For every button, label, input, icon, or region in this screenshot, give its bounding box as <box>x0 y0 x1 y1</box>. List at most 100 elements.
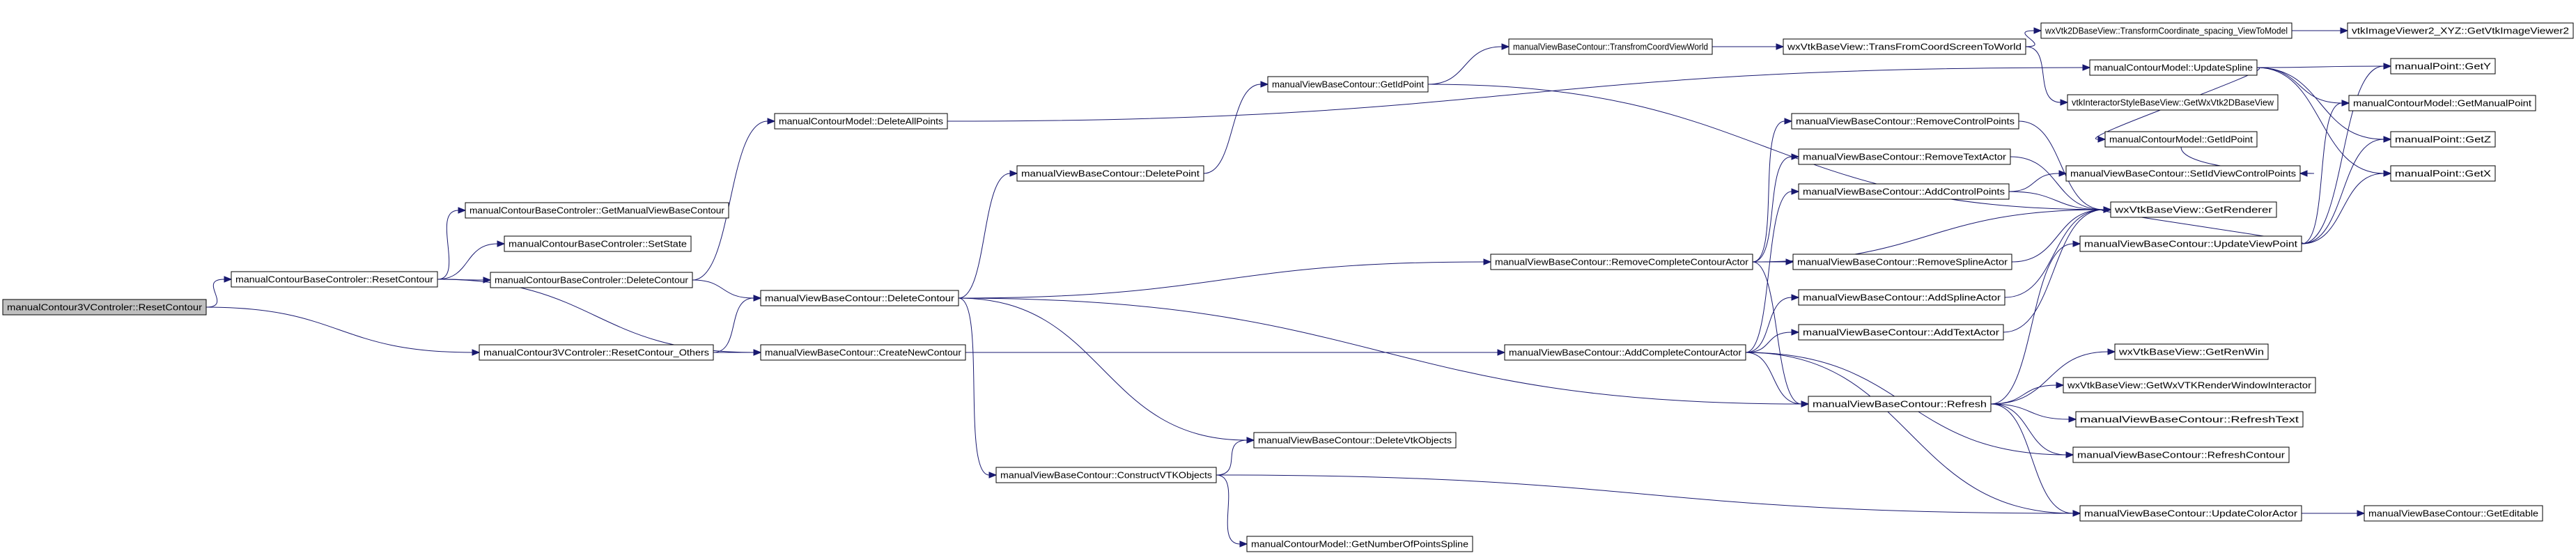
call-edge-arrowhead <box>1791 188 1800 195</box>
call-edge <box>1990 403 2081 517</box>
call-edge <box>2008 170 2067 192</box>
node-manualviewbasecontour-updateviewpoint[interactable]: manualViewBaseContour::UpdateViewPoint <box>2079 235 2302 252</box>
node-label: manualContour3VControler::ResetContour_O… <box>483 348 710 358</box>
call-edge <box>958 170 1018 299</box>
call-edge-arrowhead <box>1791 294 1800 301</box>
node-label: manualViewBaseContour::DeleteContour <box>765 293 955 304</box>
node-manualviewbasecontour-refreshtext[interactable]: manualViewBaseContour::RefreshText <box>2075 411 2304 428</box>
call-edge <box>1990 403 2074 458</box>
call-edge-arrowhead <box>2340 27 2349 34</box>
node-wxvtk2dbaseview-transformcoordinate-spacing-viewtomodel[interactable]: wxVtk2DBaseView::TransformCoordinate_spa… <box>2040 22 2292 39</box>
call-edge <box>1745 352 1810 407</box>
node-manualcontourmodel-updatespline[interactable]: manualContourModel::UpdateSpline <box>2089 59 2258 76</box>
call-edge <box>2011 206 2112 263</box>
node-manualviewbasecontour-setidviewcontrolpoints[interactable]: manualViewBaseContour::SetIdViewControlP… <box>2065 165 2301 182</box>
node-manualviewbasecontour-deletepoint[interactable]: manualViewBaseContour::DeletePoint <box>1016 165 1204 182</box>
call-edge <box>958 297 1255 444</box>
node-manualviewbasecontour-removesplineactor[interactable]: manualViewBaseContour::RemoveSplineActor <box>1792 254 2012 270</box>
call-edge-arrowhead <box>2383 136 2392 143</box>
node-manualcontourbasecontroler-setstate[interactable]: manualContourBaseControler::SetState <box>504 235 692 252</box>
call-edge-line <box>1745 352 2074 514</box>
call-edge-line <box>692 279 754 299</box>
call-edge-arrowhead <box>753 349 762 356</box>
node-manualcontour3vcontroler-resetcontour[interactable]: manualContour3VControler::ResetContour <box>2 299 207 316</box>
node-manualviewbasecontour-getidpoint[interactable]: manualViewBaseContour::GetIdPoint <box>1267 76 1429 93</box>
node-wxvtkbaseview-transfromcoordscreentoworld[interactable]: wxVtkBaseView::TransFromCoordScreenToWor… <box>1783 38 2026 55</box>
node-wxvtkbaseview-getwxvtkrenderwindowinteractor[interactable]: wxVtkBaseView::GetWxVTKRenderWindowInter… <box>2063 377 2316 394</box>
node-manualcontour3vcontroler-resetcontour-others[interactable]: manualContour3VControler::ResetContour_O… <box>479 344 714 361</box>
node-box <box>2348 95 2536 111</box>
node-wxvtkbaseview-getrenderer[interactable]: wxVtkBaseView::GetRenderer <box>2110 201 2277 218</box>
node-manualviewbasecontour-addcontrolpoints[interactable]: manualViewBaseContour::AddControlPoints <box>1798 183 2010 200</box>
call-edge-line <box>1745 332 1792 353</box>
node-vtkinteractorstylebaseview-getwxvtk2dbaseview[interactable]: vtkInteractorStyleBaseView::GetWxVtk2DBa… <box>2067 94 2279 111</box>
node-manualcontourmodel-getnumberofpointsspline[interactable]: manualContourModel::GetNumberOfPointsSpl… <box>1246 536 1473 552</box>
node-manualviewbasecontour-addsplineactor[interactable]: manualViewBaseContour::AddSplineActor <box>1798 289 2005 306</box>
node-manualviewbasecontour-deletevtkobjects[interactable]: manualViewBaseContour::DeleteVtkObjects <box>1253 432 1457 449</box>
node-manualviewbasecontour-createnewcontour[interactable]: manualViewBaseContour::CreateNewContour <box>760 344 966 361</box>
node-box <box>774 113 948 130</box>
call-edge <box>1203 81 1269 174</box>
node-box <box>490 272 693 288</box>
node-manualviewbasecontour-geteditable[interactable]: manualViewBaseContour::GetEditable <box>2364 505 2543 522</box>
call-edge <box>2256 63 2392 70</box>
node-vtkimageviewer2-xyz-getvtkimageviewer2[interactable]: vtkImageViewer2_XYZ::GetVtkImageViewer2 <box>2347 22 2574 39</box>
call-edge <box>1216 474 1248 547</box>
call-edge-arrowhead <box>497 240 506 247</box>
call-edge <box>1712 43 1785 50</box>
call-edge-arrowhead <box>1501 43 1510 50</box>
node-box <box>995 467 1217 483</box>
node-manualviewbasecontour-removecompletecontouractor[interactable]: manualViewBaseContour::RemoveCompleteCon… <box>1490 254 1753 270</box>
node-manualviewbasecontour-deletecontour[interactable]: manualViewBaseContour::DeleteContour <box>760 290 959 306</box>
call-edge <box>2301 170 2392 244</box>
call-edge <box>1990 382 2065 405</box>
node-manualpoint-getz[interactable]: manualPoint::GetZ <box>2390 131 2496 148</box>
node-label: manualContourBaseControler::GetManualVie… <box>470 205 725 216</box>
node-wxvtkbaseview-getrenwin[interactable]: wxVtkBaseView::GetRenWin <box>2114 343 2269 360</box>
node-manualviewbasecontour-addtextactor[interactable]: manualViewBaseContour::AddTextActor <box>1798 324 2004 341</box>
call-edge-line <box>1745 352 1802 405</box>
node-box <box>2347 22 2574 39</box>
node-label: manualViewBaseContour::CreateNewContour <box>765 348 962 358</box>
call-edge <box>947 64 2091 122</box>
call-edge <box>2010 156 2112 213</box>
node-label: manualContourModel::DeleteAllPoints <box>779 116 944 127</box>
node-box <box>1504 344 1746 361</box>
call-edge-line <box>1752 156 1792 263</box>
call-edge-line <box>1745 191 1792 353</box>
node-manualviewbasecontour-addcompletecontouractor[interactable]: manualViewBaseContour::AddCompleteContou… <box>1504 344 1746 361</box>
call-edge-line <box>1990 403 2067 456</box>
call-edge <box>958 258 1492 299</box>
node-label: manualPoint::GetZ <box>2395 134 2491 145</box>
node-manualviewbasecontour-refreshcontour[interactable]: manualViewBaseContour::RefreshContour <box>2072 446 2290 463</box>
node-manualcontourbasecontroler-getmanualviewbasecontour[interactable]: manualContourBaseControler::GetManualVie… <box>465 202 729 219</box>
call-edge-line <box>958 173 1011 299</box>
node-manualpoint-getx[interactable]: manualPoint::GetX <box>2390 165 2496 182</box>
node-manualpoint-gety[interactable]: manualPoint::GetY <box>2390 58 2496 75</box>
call-edge-line <box>437 243 498 280</box>
call-edge <box>2256 67 2392 177</box>
node-label: manualViewBaseContour::AddCompleteContou… <box>1509 348 1742 358</box>
node-manualcontourbasecontroler-deletecontour[interactable]: manualContourBaseControler::DeleteContou… <box>490 272 693 288</box>
call-edge-arrowhead <box>1784 118 1793 125</box>
node-manualcontourmodel-getidpoint[interactable]: manualContourModel::GetIdPoint <box>2104 131 2258 148</box>
node-manualviewbasecontour-removetextactor[interactable]: manualViewBaseContour::RemoveTextActor <box>1798 148 2011 165</box>
node-manualviewbasecontour-refresh[interactable]: manualViewBaseContour::Refresh <box>1808 396 1992 412</box>
node-manualviewbasecontour-constructvtkobjects[interactable]: manualViewBaseContour::ConstructVTKObjec… <box>995 467 1217 483</box>
node-manualcontourmodel-getmanualpoint[interactable]: manualContourModel::GetManualPoint <box>2348 95 2536 111</box>
call-edge-line <box>1752 120 1785 263</box>
node-manualcontourmodel-deleteallpoints[interactable]: manualContourModel::DeleteAllPoints <box>774 113 948 130</box>
node-label: manualContourModel::UpdateSpline <box>2094 63 2253 73</box>
node-label: manualViewBaseContour::RefreshText <box>2080 414 2299 425</box>
node-manualviewbasecontour-updatecoloractor[interactable]: manualViewBaseContour::UpdateColorActor <box>2079 505 2302 522</box>
node-manualcontourbasecontroler-resetcontour[interactable]: manualContourBaseControler::ResetContour <box>231 271 438 288</box>
node-manualviewbasecontour-removecontrolpoints[interactable]: manualViewBaseContour::RemoveControlPoin… <box>1791 113 2019 130</box>
call-edge-line <box>2301 65 2384 244</box>
call-edge-arrowhead <box>2341 100 2350 107</box>
node-label: vtkImageViewer2_XYZ::GetVtkImageViewer2 <box>2352 26 2569 36</box>
call-edge-line <box>205 279 225 308</box>
node-manualviewbasecontour-transfromcoordviewworld[interactable]: manualViewBaseContour::TransfromCoordVie… <box>1508 38 1713 55</box>
call-edge-line <box>1216 474 1241 545</box>
node-label: manualViewBaseContour::RemoveCompleteCon… <box>1495 257 1749 267</box>
